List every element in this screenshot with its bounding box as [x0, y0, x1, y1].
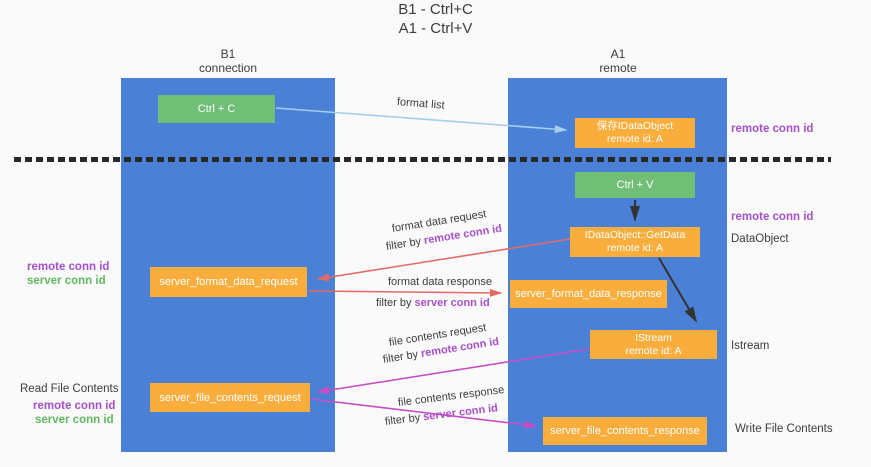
- read-file-contents-label: Read File Contents: [20, 383, 119, 395]
- phase-separator-dashed-line: [14, 157, 831, 162]
- dataobject-label: DataObject: [731, 233, 789, 245]
- server-file-contents-request-box: server_file_contents_request: [150, 383, 310, 412]
- diagram-title: B1 - Ctrl+C A1 - Ctrl+V: [0, 0, 871, 38]
- filter-key: server conn id: [414, 297, 490, 309]
- lane-header-a1: A1 remote: [538, 47, 698, 75]
- istream-label: Istream: [731, 340, 770, 352]
- ctrl-c-label: Ctrl + C: [197, 103, 236, 115]
- lane-a1-title: A1: [610, 47, 626, 61]
- filter-key: server conn id: [422, 402, 499, 424]
- left-server-conn-id-label-2: server conn id: [35, 414, 114, 426]
- format-data-response-filter: filter by server conn id: [376, 297, 490, 309]
- save-dataobject-box: 保存IDataObject remote id: A: [575, 118, 695, 148]
- filter-prefix: filter by: [384, 411, 424, 428]
- write-file-contents-label: Write File Contents: [735, 423, 833, 435]
- idataobject-getdata-box: IDataObject::GetData remote id: A: [570, 227, 700, 257]
- lane-b1-title: B1: [220, 47, 236, 61]
- server-format-data-request-box: server_format_data_request: [150, 267, 307, 297]
- filter-prefix: filter by: [376, 297, 415, 309]
- format-data-response-label: format data response: [388, 276, 492, 288]
- right-remote-conn-id-label-2: remote conn id: [731, 211, 814, 223]
- lane-b1-subtitle: connection: [198, 61, 258, 75]
- save-dataobject-line1: 保存IDataObject: [596, 120, 674, 132]
- ctrl-v-label: Ctrl + V: [616, 179, 654, 191]
- server-format-data-response-label: server_format_data_response: [515, 288, 662, 300]
- lane-a1-subtitle: remote: [599, 61, 637, 75]
- left-remote-conn-id-label: remote conn id: [27, 261, 110, 273]
- title-line-1: B1 - Ctrl+C: [398, 1, 473, 18]
- left-remote-conn-id-label-2: remote conn id: [33, 400, 116, 412]
- left-server-conn-id-label: server conn id: [27, 275, 106, 287]
- right-remote-conn-id-label: remote conn id: [731, 123, 814, 135]
- getdata-line2: remote id: A: [606, 242, 664, 254]
- title-line-2: A1 - Ctrl+V: [398, 20, 473, 37]
- server-file-contents-response-box: server_file_contents_response: [543, 417, 707, 445]
- format-list-label: format list: [396, 96, 446, 112]
- format-data-response-arrow: [308, 288, 503, 297]
- filter-prefix: filter by: [385, 235, 425, 253]
- istream-line1: IStream: [635, 331, 672, 344]
- save-dataobject-line2: remote id: A: [606, 133, 664, 145]
- lane-header-b1: B1 connection: [148, 47, 308, 75]
- ctrl-c-box: Ctrl + C: [158, 95, 275, 123]
- istream-line2: remote id: A: [625, 344, 682, 357]
- server-format-data-request-label: server_format_data_request: [159, 276, 298, 288]
- filter-prefix: filter by: [382, 348, 422, 366]
- server-file-contents-response-label: server_file_contents_response: [550, 425, 700, 437]
- ctrl-v-box: Ctrl + V: [575, 172, 695, 198]
- server-file-contents-request-label: server_file_contents_request: [159, 391, 301, 404]
- istream-box: IStream remote id: A: [590, 330, 717, 359]
- getdata-line1: IDataObject::GetData: [584, 229, 686, 241]
- server-format-data-response-box: server_format_data_response: [510, 280, 667, 308]
